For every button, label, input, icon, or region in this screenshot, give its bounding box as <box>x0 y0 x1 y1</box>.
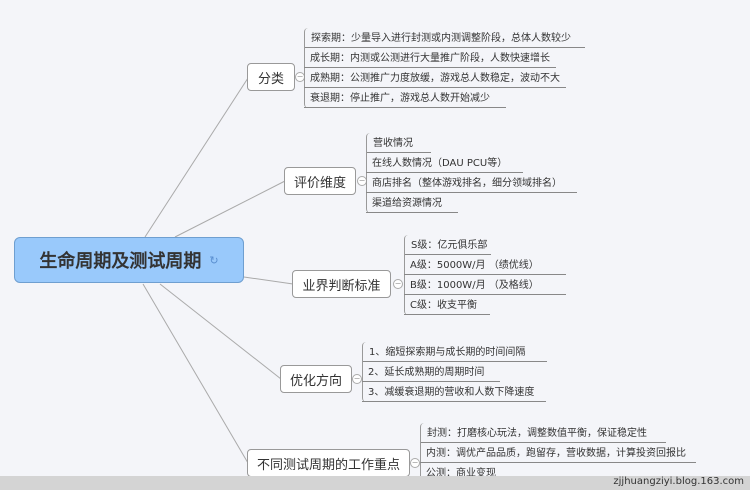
topic-industry-standard[interactable]: 业界判断标准 <box>292 270 391 298</box>
topic-classification[interactable]: 分类 <box>247 63 295 91</box>
subtopic[interactable]: 商店排名（整体游戏排名，细分领域排名） <box>366 173 577 193</box>
central-topic[interactable]: 生命周期及测试周期 ↻ <box>14 237 244 283</box>
topic-optimization[interactable]: 优化方向 <box>280 365 352 393</box>
watermark: zjjhuangziyi.blog.163.com <box>613 476 744 487</box>
subtopic[interactable]: B级：1000W/月 （及格线） <box>404 275 566 295</box>
subtopic[interactable]: 3、减缓衰退期的营收和人数下降速度 <box>362 382 546 402</box>
collapse-icon[interactable]: − <box>393 279 403 289</box>
refresh-icon: ↻ <box>209 253 219 267</box>
subtopic[interactable]: 内测：调优产品品质，跑留存，营收数据，计算投资回报比 <box>420 443 696 463</box>
subtopic[interactable]: S级：亿元俱乐部 <box>405 235 491 255</box>
subtopic[interactable]: 渠道给资源情况 <box>366 193 458 213</box>
subtopic-group: 探索期：少量导入进行封测或内测调整阶段，总体人数较少 成长期：内测或公测进行大量… <box>304 28 585 108</box>
collapse-icon[interactable]: − <box>352 374 362 384</box>
subtopic-group: S级：亿元俱乐部 A级：5000W/月 （绩优线） B级：1000W/月 （及格… <box>404 235 567 315</box>
subtopic-group: 封测：打磨核心玩法，调整数值平衡，保证稳定性 内测：调优产品品质，跑留存，营收数… <box>420 423 697 483</box>
subtopic[interactable]: 探索期：少量导入进行封测或内测调整阶段，总体人数较少 <box>305 28 585 48</box>
subtopic[interactable]: 营收情况 <box>367 133 431 153</box>
topic-label: 业界判断标准 <box>302 278 381 294</box>
subtopic[interactable]: 封测：打磨核心玩法，调整数值平衡，保证稳定性 <box>421 423 666 443</box>
subtopic[interactable]: 在线人数情况（DAU PCU等） <box>366 153 523 173</box>
topic-label: 分类 <box>257 71 284 87</box>
subtopic[interactable]: 成长期：内测或公测进行大量推广阶段，人数快速增长 <box>304 48 556 68</box>
topic-label: 评价维度 <box>293 175 346 191</box>
subtopic[interactable]: C级：收支平衡 <box>404 295 490 315</box>
footer-bar: zjjhuangziyi.blog.163.com <box>0 476 750 490</box>
subtopic-group: 营收情况 在线人数情况（DAU PCU等） 商店排名（整体游戏排名，细分领域排名… <box>366 133 579 213</box>
central-topic-label: 生命周期及测试周期 <box>39 251 202 272</box>
subtopic[interactable]: 成熟期：公测推广力度放缓，游戏总人数稳定，波动不大 <box>304 68 566 88</box>
subtopic-group: 1、缩短探索期与成长期的时间间隔 2、延长成熟期的周期时间 3、减缓衰退期的营收… <box>362 342 547 402</box>
topic-test-phase-focus[interactable]: 不同测试周期的工作重点 <box>247 449 410 477</box>
subtopic[interactable]: 1、缩短探索期与成长期的时间间隔 <box>363 342 547 362</box>
topic-label: 不同测试周期的工作重点 <box>256 457 400 473</box>
collapse-icon[interactable]: − <box>410 458 420 468</box>
subtopic[interactable]: 衰退期：停止推广，游戏总人数开始减少 <box>304 88 506 108</box>
subtopic[interactable]: 2、延长成熟期的周期时间 <box>362 362 500 382</box>
topic-label: 优化方向 <box>289 373 342 389</box>
subtopic[interactable]: A级：5000W/月 （绩优线） <box>404 255 566 275</box>
topic-evaluation[interactable]: 评价维度 <box>284 167 356 195</box>
